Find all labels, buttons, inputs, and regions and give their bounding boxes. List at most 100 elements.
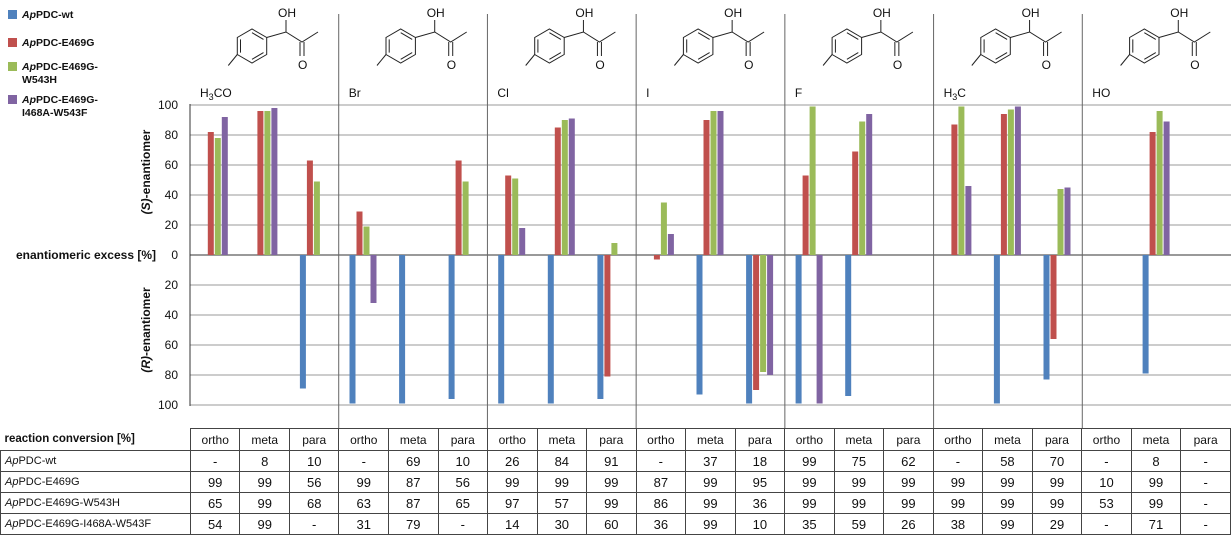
bar-f-ortho-s1 — [795, 255, 802, 404]
table-cell: 65 — [189, 492, 241, 514]
bar-h3co-meta-s2 — [257, 111, 264, 255]
table-cell: - — [338, 450, 389, 472]
column-header: para — [586, 428, 637, 451]
table-cell: 99 — [833, 492, 885, 514]
column-header: meta — [982, 428, 1033, 451]
chart-legend: ApPDC-wtApPDC-E469GApPDC-E469G-W543HApPD… — [8, 9, 98, 119]
bar-f-meta-s1 — [845, 255, 852, 396]
table-cell: 87 — [388, 471, 439, 493]
table-cell: 62 — [883, 450, 934, 472]
substituent-label: F — [795, 86, 802, 100]
substituent-label: Cl — [497, 86, 508, 100]
table-cell: 99 — [1130, 471, 1182, 493]
bar-h3c-meta-s1 — [993, 255, 1000, 404]
bar-h3co-meta-s4 — [271, 108, 278, 255]
legend-label: ApPDC-wt — [21, 9, 74, 21]
bar-h3c-meta-s2 — [1000, 114, 1007, 255]
bar-i-ortho-s2 — [653, 255, 660, 260]
table-cell: 99 — [932, 471, 984, 493]
svg-text:O: O — [744, 58, 753, 72]
column-header: meta — [833, 428, 885, 451]
bar-h3c-para-s1 — [1043, 255, 1050, 380]
bar-i-para-s1 — [746, 255, 753, 404]
bar-i-para-s4 — [767, 255, 774, 375]
table-cell: 95 — [734, 471, 786, 493]
bar-h3co-ortho-s3 — [214, 138, 221, 255]
column-header: ortho — [635, 428, 687, 451]
table-cell: 99 — [784, 450, 835, 472]
column-header: ortho — [932, 428, 984, 451]
bar-i-para-s2 — [753, 255, 760, 390]
column-header: para — [1180, 428, 1231, 451]
table-title: reaction conversion [%] — [0, 428, 191, 451]
column-header: para — [1031, 428, 1083, 451]
table-cell: 99 — [1031, 471, 1083, 493]
bar-h3c-ortho-s3 — [958, 106, 965, 255]
bar-i-ortho-s3 — [660, 202, 667, 255]
column-header: para — [437, 428, 489, 451]
bar-h3c-para-s2 — [1050, 255, 1057, 339]
table-cell: 99 — [982, 492, 1033, 514]
table-cell: - — [288, 513, 340, 535]
table-cell: 99 — [883, 492, 934, 514]
svg-text:OH: OH — [724, 6, 742, 20]
y-tick-label: 80 — [165, 128, 179, 142]
column-header: ortho — [487, 428, 538, 451]
bar-br-ortho-s4 — [370, 255, 377, 303]
chart-bars — [207, 106, 1170, 404]
column-header: meta — [685, 428, 736, 451]
table-cell: 18 — [734, 450, 786, 472]
column-header: meta — [1130, 428, 1182, 451]
column-header: para — [288, 428, 340, 451]
table-cell: 70 — [1031, 450, 1083, 472]
table-cell: - — [1180, 471, 1231, 493]
bar-cl-para-s1 — [597, 255, 604, 399]
bar-ho-meta-s3 — [1156, 111, 1163, 255]
bar-cl-meta-s3 — [561, 120, 568, 255]
bar-cl-meta-s2 — [554, 127, 561, 255]
y-tick-label: 60 — [165, 158, 179, 172]
legend-label: ApPDC-E469G- — [21, 94, 98, 106]
table-cell: 99 — [982, 471, 1033, 493]
substituent-label: I — [646, 86, 649, 100]
row-label: ApPDC-E469G-W543H — [0, 492, 191, 514]
bar-h3c-ortho-s2 — [951, 124, 958, 255]
bar-cl-meta-s1 — [547, 255, 554, 404]
table-cell: 99 — [784, 492, 835, 514]
table-cell: 35 — [784, 513, 835, 535]
table-cell: 99 — [1130, 492, 1182, 514]
bar-h3co-para-s3 — [313, 181, 320, 255]
svg-text:O: O — [298, 58, 307, 72]
table-cell: 36 — [635, 513, 687, 535]
legend-swatch — [8, 95, 17, 104]
bar-cl-ortho-s3 — [512, 178, 519, 255]
svg-text:O: O — [595, 58, 604, 72]
table-cell: 56 — [288, 471, 340, 493]
svg-text:O: O — [1190, 58, 1199, 72]
table-cell: 10 — [1081, 471, 1132, 493]
table-cell: 8 — [239, 450, 290, 472]
bar-cl-ortho-s2 — [505, 175, 512, 255]
table-cell: - — [1180, 450, 1231, 472]
table-cell: 10 — [288, 450, 340, 472]
table-cell: 60 — [586, 513, 637, 535]
column-header: meta — [239, 428, 290, 451]
column-header: ortho — [784, 428, 835, 451]
row-label: ApPDC-wt — [0, 450, 191, 472]
y-tick-label: 0 — [171, 248, 178, 262]
table-cell: 36 — [734, 492, 786, 514]
legend-swatch — [8, 38, 17, 47]
svg-text:OH: OH — [1170, 6, 1188, 20]
bar-f-ortho-s3 — [809, 106, 816, 255]
bar-cl-para-s2 — [604, 255, 611, 377]
bar-br-para-s2 — [455, 160, 462, 255]
bar-f-meta-s2 — [852, 151, 859, 255]
table-cell: 99 — [239, 492, 290, 514]
